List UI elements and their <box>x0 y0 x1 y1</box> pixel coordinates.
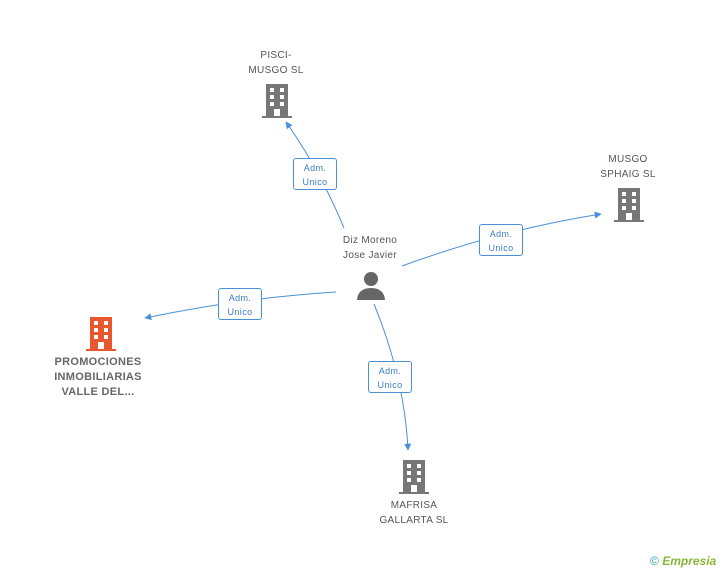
company-name-line: MUSGO <box>608 154 648 165</box>
company-name-line: MUSGO SL <box>248 65 304 76</box>
person-name-line-2: Jose Javier <box>343 250 397 261</box>
role-line: Unico <box>488 243 514 253</box>
role-line: Adm. <box>489 229 513 239</box>
role-line: Adm. <box>378 366 402 376</box>
company-name-line: PROMOCIONES <box>54 356 142 368</box>
role-line: Unico <box>302 177 328 187</box>
company-name-line: SPHAIG SL <box>600 169 656 180</box>
company-name-line: MAFRISA <box>390 500 438 511</box>
role-line: Adm. <box>228 293 252 303</box>
company-name-line: PISCI- <box>260 50 292 61</box>
building-icon[interactable] <box>262 84 292 118</box>
role-line: Unico <box>227 307 253 317</box>
role-badge-promociones[interactable]: Adm. Unico <box>218 288 262 320</box>
person-name[interactable]: Diz Moreno Jose Javier <box>318 233 422 263</box>
copyright-symbol: © <box>650 554 659 568</box>
company-name-line: VALLE DEL... <box>61 386 135 398</box>
company-name-musgo[interactable]: MUSGO SPHAIG SL <box>588 152 668 182</box>
company-name-pisci[interactable]: PISCI- MUSGO SL <box>236 48 316 78</box>
footer-brand[interactable]: © Empresia <box>650 554 716 568</box>
company-name-line: INMOBILIARIAS <box>54 371 142 383</box>
building-icon[interactable] <box>399 460 429 494</box>
company-name-line: GALLARTA SL <box>379 515 449 526</box>
person-name-line-1: Diz Moreno <box>342 235 398 246</box>
building-icon[interactable] <box>614 188 644 222</box>
company-name-promociones[interactable]: PROMOCIONES INMOBILIARIAS VALLE DEL... <box>40 355 156 400</box>
role-line: Adm. <box>303 163 327 173</box>
company-name-mafrisa[interactable]: MAFRISA GALLARTA SL <box>366 498 462 528</box>
building-icon[interactable] <box>86 317 116 351</box>
role-badge-pisci[interactable]: Adm. Unico <box>293 158 337 190</box>
brand-logo-text: Empresia <box>662 554 717 568</box>
role-line: Unico <box>377 380 403 390</box>
role-badge-mafrisa[interactable]: Adm. Unico <box>368 361 412 393</box>
role-badge-musgo[interactable]: Adm. Unico <box>479 224 523 256</box>
person-icon[interactable] <box>356 270 386 300</box>
